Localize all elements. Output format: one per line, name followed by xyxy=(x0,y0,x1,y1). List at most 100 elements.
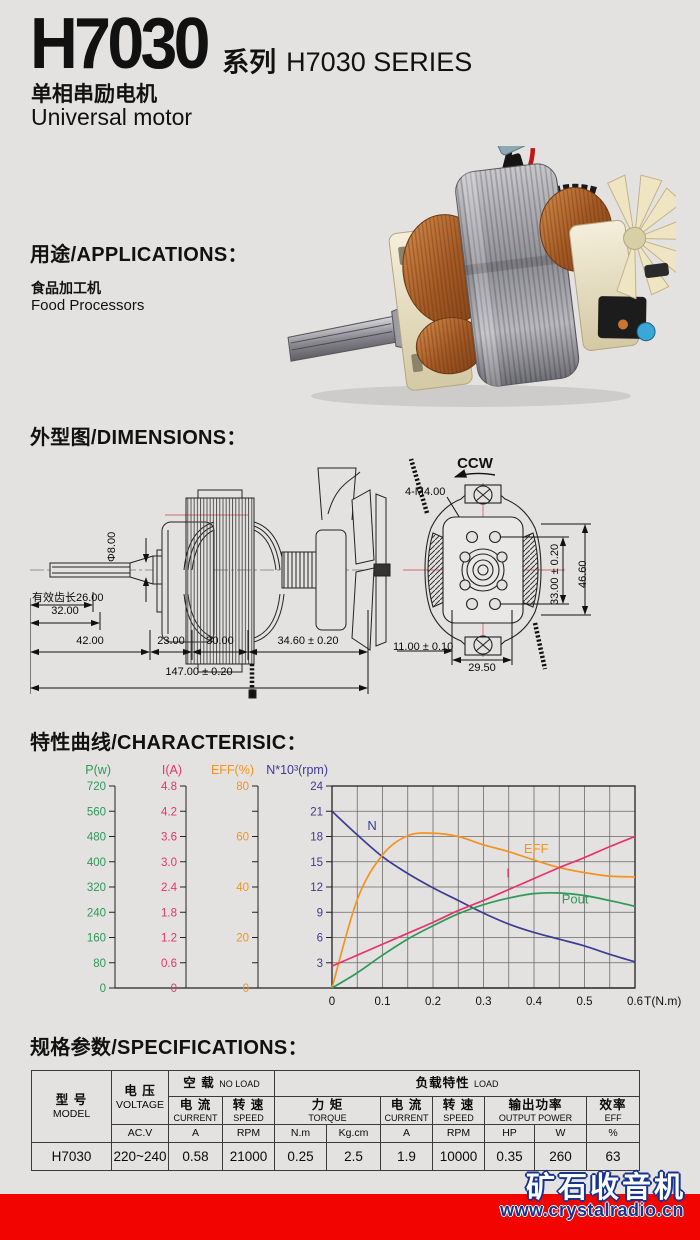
series-label-en: H7030 SERIES xyxy=(286,47,473,78)
unit-torque-nm: N.m xyxy=(274,1124,328,1143)
load-speed-en: SPEED xyxy=(443,1112,474,1123)
svg-text:240: 240 xyxy=(87,907,106,919)
svg-text:0.3: 0.3 xyxy=(476,996,492,1008)
specifications-table: 型 号 MODEL 电 压 VOLTAGE 空 载 NO LOAD 负载特性 L… xyxy=(31,1070,641,1171)
svg-text:0: 0 xyxy=(329,996,335,1008)
eff-en: EFF xyxy=(604,1112,622,1123)
specifications-heading: 规格参数/SPECIFICATIONS： xyxy=(30,1037,308,1059)
characteristic-heading: 特性曲线/CHARACTERISIC： xyxy=(30,732,307,754)
dim-147: 147.00 ± 0.20 xyxy=(165,666,233,678)
svg-text:12: 12 xyxy=(310,882,323,894)
col-header-load-current: 电 流 CURRENT xyxy=(380,1096,434,1125)
svg-text:4.8: 4.8 xyxy=(161,781,177,793)
col-header-load-speed: 转 速 SPEED xyxy=(432,1096,486,1125)
model-title: H7030 xyxy=(30,4,210,84)
watermark-url: www.crystalradio.cn xyxy=(500,1200,684,1220)
svg-text:24: 24 xyxy=(310,781,323,793)
load-current-cn: 电 流 xyxy=(390,1098,423,1113)
torque-cn: 力 矩 xyxy=(311,1098,344,1113)
unit-torque-kgcm: Kg.cm xyxy=(326,1124,382,1143)
noload-header-cn: 空 载 xyxy=(183,1076,215,1091)
unit-output-hp: HP xyxy=(484,1124,536,1143)
value-torque-nm: 0.25 xyxy=(274,1142,328,1171)
svg-text:Pout: Pout xyxy=(562,891,589,906)
load-speed-cn: 转 速 xyxy=(442,1098,475,1113)
unit-output-w: W xyxy=(534,1124,588,1143)
svg-text:1.2: 1.2 xyxy=(161,933,177,945)
output-cn: 输出功率 xyxy=(508,1098,563,1113)
svg-text:EFF: EFF xyxy=(524,841,549,856)
value-model: H7030 xyxy=(31,1142,112,1171)
curve-n xyxy=(331,810,636,963)
load-header-en: LOAD xyxy=(474,1079,499,1090)
footer-red-band xyxy=(0,1194,700,1240)
dim-46-6: 46.60 xyxy=(577,560,589,588)
torque-en: TORQUE xyxy=(308,1112,347,1123)
dim-42: 42.00 xyxy=(76,635,104,647)
svg-text:80: 80 xyxy=(93,958,106,970)
voltage-header-en: VOLTAGE xyxy=(115,1098,165,1111)
col-header-eff: 效率 EFF xyxy=(586,1096,641,1125)
value-noload-speed: 21000 xyxy=(221,1142,276,1171)
svg-text:20: 20 xyxy=(236,933,249,945)
application-item-cn: 食品加工机 xyxy=(31,280,101,296)
svg-text:160: 160 xyxy=(87,933,106,945)
svg-text:I(A): I(A) xyxy=(162,763,182,777)
voltage-header-cn: 电 压 xyxy=(124,1084,156,1099)
load-current-en: CURRENT xyxy=(384,1112,429,1123)
dim-29-5: 29.50 xyxy=(468,662,496,674)
front-view-drawing xyxy=(397,458,591,670)
side-view-drawing xyxy=(30,467,392,699)
noload-speed-cn: 转 速 xyxy=(232,1098,265,1113)
svg-text:0: 0 xyxy=(100,983,106,995)
curve-i xyxy=(331,835,636,967)
unit-voltage: AC.V xyxy=(111,1124,169,1143)
dimensions-heading: 外型图/DIMENSIONS： xyxy=(30,427,247,449)
applications-heading: 用途/APPLICATIONS： xyxy=(30,244,248,266)
svg-text:480: 480 xyxy=(87,832,106,844)
noload-current-en: CURRENT xyxy=(173,1112,218,1123)
unit-eff: % xyxy=(586,1124,641,1143)
svg-text:T(N.m): T(N.m) xyxy=(644,994,681,1008)
value-load-speed: 10000 xyxy=(432,1142,486,1171)
svg-text:3.0: 3.0 xyxy=(161,857,177,869)
dim-23: 23.00 xyxy=(157,635,185,647)
col-header-output-power: 输出功率 OUTPUT POWER xyxy=(484,1096,588,1125)
svg-text:21: 21 xyxy=(310,806,323,818)
application-item-en: Food Processors xyxy=(31,297,145,314)
unit-noload-speed: RPM xyxy=(221,1124,276,1143)
svg-text:320: 320 xyxy=(87,882,106,894)
svg-text:0: 0 xyxy=(171,983,177,995)
col-header-model: 型 号 MODEL xyxy=(31,1070,112,1143)
unit-load-current: A xyxy=(380,1124,434,1143)
svg-text:400: 400 xyxy=(87,857,106,869)
dim-tooth-length: 有效齿长26.00 xyxy=(32,592,104,604)
eff-cn: 效率 xyxy=(599,1098,627,1113)
svg-text:560: 560 xyxy=(87,806,106,818)
noload-header-en: NO LOAD xyxy=(219,1079,260,1090)
svg-text:4.2: 4.2 xyxy=(161,806,177,818)
svg-text:N*10³(rpm): N*10³(rpm) xyxy=(266,763,328,777)
dim-11: 11.00 ± 0.10 xyxy=(393,641,454,653)
value-load-current: 1.9 xyxy=(380,1142,434,1171)
svg-text:15: 15 xyxy=(310,857,323,869)
svg-text:40: 40 xyxy=(236,882,249,894)
svg-text:3.6: 3.6 xyxy=(161,832,177,844)
value-output-w: 260 xyxy=(534,1142,588,1171)
svg-text:6: 6 xyxy=(317,933,323,945)
svg-text:EFF(%): EFF(%) xyxy=(211,763,254,777)
unit-noload-current: A xyxy=(168,1124,223,1143)
dim-shaft-diameter: Φ8.00 xyxy=(106,531,118,562)
unit-load-speed: RPM xyxy=(432,1124,486,1143)
series-label-cn: 系列 xyxy=(222,47,277,78)
noload-speed-en: SPEED xyxy=(233,1112,264,1123)
svg-text:18: 18 xyxy=(310,832,323,844)
dim-32: 32.00 xyxy=(51,605,79,617)
col-header-noload-current: 电 流 CURRENT xyxy=(168,1096,223,1125)
spec-data-row: H7030 220~240 0.58 21000 0.25 2.5 1.9 10… xyxy=(31,1142,641,1171)
svg-text:0: 0 xyxy=(243,983,249,995)
svg-text:0.2: 0.2 xyxy=(425,996,441,1008)
watermark-logo-text: 矿石收音机 xyxy=(525,1172,686,1204)
col-header-noload-speed: 转 速 SPEED xyxy=(221,1096,276,1125)
